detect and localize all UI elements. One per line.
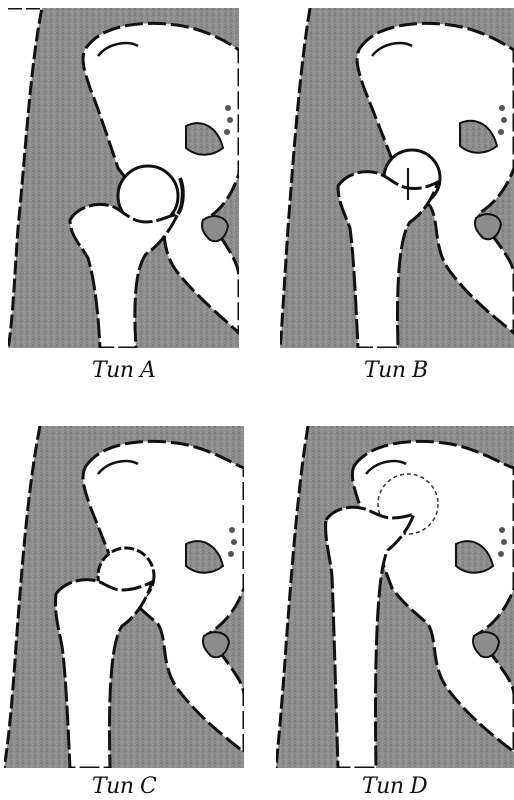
caption-c: Tun C xyxy=(92,774,156,799)
panel-a-image xyxy=(8,8,239,348)
caption-a: Tun A xyxy=(92,358,155,383)
caption-d: Tun D xyxy=(362,774,427,799)
panel-d-image xyxy=(276,426,514,768)
caption-b: Tun B xyxy=(364,358,428,383)
panel-c-image xyxy=(4,426,244,768)
panel-b-image xyxy=(280,8,514,348)
